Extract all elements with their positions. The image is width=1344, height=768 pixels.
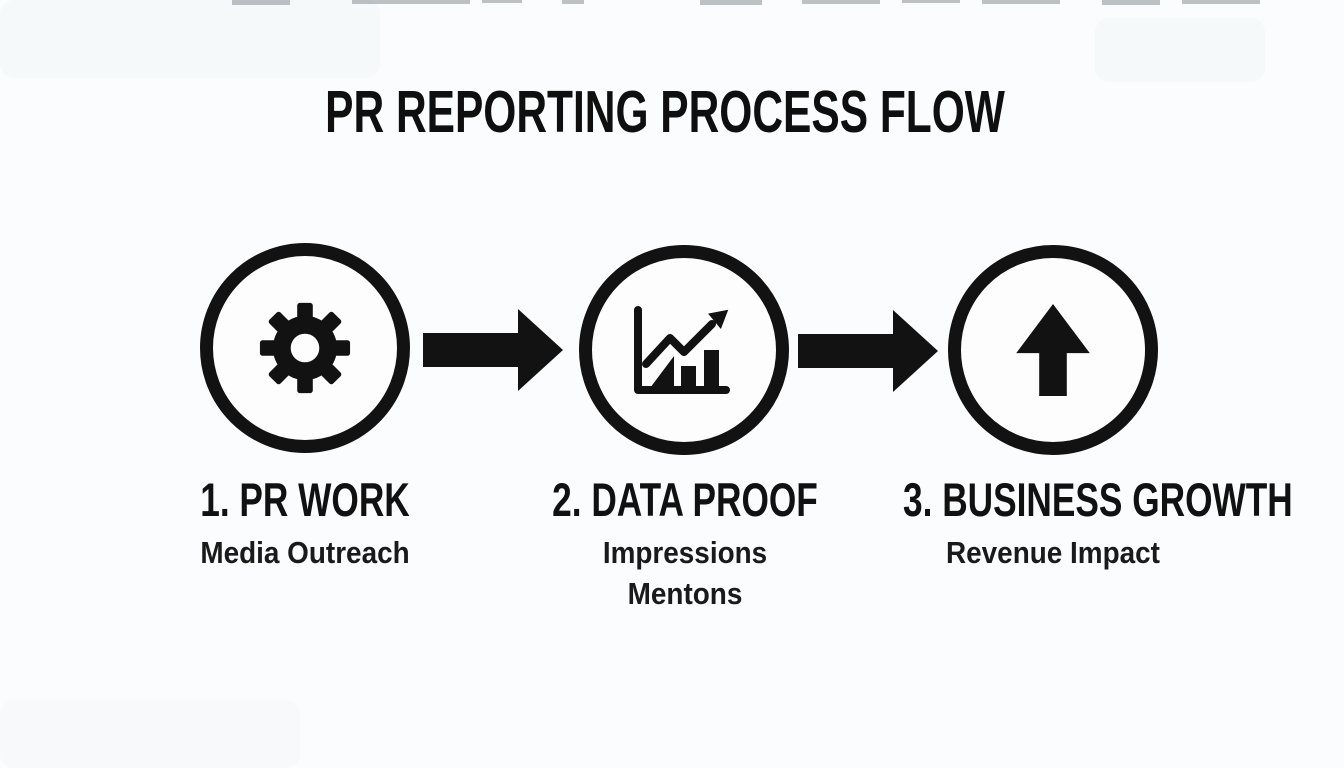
bar-chart-trend-icon: [634, 306, 730, 394]
up-arrow-icon: [1016, 304, 1090, 396]
right-arrow-icon: [423, 309, 563, 391]
step3-title: 3. BUSINESS GROWTH: [903, 473, 1293, 526]
right-arrow-icon: [798, 310, 938, 392]
step2-subtitle-line2: Mentons: [627, 576, 743, 611]
step2-title: 2. DATA PROOF: [552, 473, 818, 526]
step2-subtitle-line1: Impressions: [602, 535, 768, 570]
step3-circle: [948, 245, 1158, 455]
step2-circle: [579, 245, 789, 455]
gear-icon: [259, 302, 351, 394]
background-tint: [1095, 18, 1265, 82]
step1-subtitle: Media Outreach: [200, 535, 410, 570]
diagram-title: PR REPORTING PROCESS FLOW: [325, 79, 1005, 145]
background-tint: [0, 0, 380, 78]
step1-title: 1. PR WORK: [200, 473, 410, 526]
background-tint: [0, 700, 300, 768]
step3-subtitle: Revenue Impact: [945, 535, 1160, 570]
step1-circle: [200, 243, 410, 453]
